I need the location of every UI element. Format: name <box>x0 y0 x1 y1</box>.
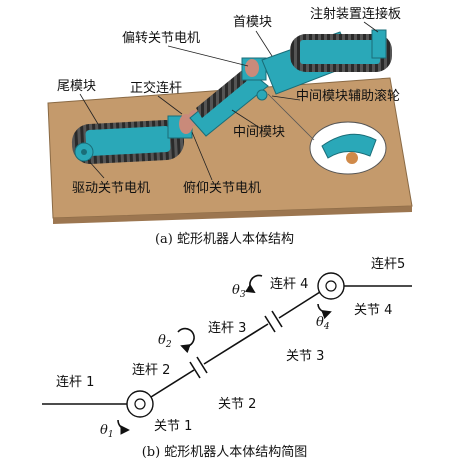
label-link2: 连杆 2 <box>132 362 170 378</box>
theta3-arrow <box>244 274 263 294</box>
link3-line <box>203 323 269 365</box>
joint3-bar-b <box>271 310 283 328</box>
label-yaw-joint-motor: 偏转关节电机 <box>122 31 200 46</box>
caption-a: (a) 蛇形机器人本体结构 <box>155 232 294 247</box>
theta1-arrow <box>117 419 130 435</box>
middle-roller-wheel <box>256 89 268 101</box>
robot-rendering <box>47 21 413 224</box>
yaw-joint-motor <box>245 59 259 77</box>
label-middle-module: 中间模块 <box>233 125 285 140</box>
injector-plate <box>371 29 387 59</box>
label-link4: 连杆 4 <box>270 276 308 292</box>
label-joint3: 关节 3 <box>286 349 324 364</box>
label-link3: 连杆 3 <box>208 320 246 336</box>
label-joint1: 关节 1 <box>154 419 192 434</box>
label-tail-module: 尾模块 <box>57 79 96 94</box>
joint3-bar-a <box>264 315 276 333</box>
tail-module-body <box>71 120 185 164</box>
label-theta2: θ2 <box>158 333 172 350</box>
theta4-arrow <box>317 303 332 320</box>
label-theta1: θ1 <box>100 423 114 440</box>
label-pitch-joint-motor: 俯仰关节电机 <box>183 180 261 196</box>
label-theta4: θ4 <box>316 315 330 332</box>
label-drive-joint-motor: 驱动关节电机 <box>72 181 150 196</box>
link4-line <box>278 291 321 319</box>
link2-line <box>150 369 195 398</box>
label-link1: 连杆 1 <box>56 374 94 390</box>
leader-lines <box>79 21 379 181</box>
kinematic-schematic <box>42 272 412 435</box>
label-head-module: 首模块 <box>233 15 272 30</box>
label-link5: 连杆5 <box>371 256 405 272</box>
theta2-arrow <box>177 327 195 354</box>
label-injector-plate: 注射装置连接板 <box>310 6 401 22</box>
joint2-bar-a <box>189 361 201 379</box>
joint2-bar-b <box>196 356 208 374</box>
label-orthogonal-link: 正交连杆 <box>130 80 182 96</box>
label-joint4: 关节 4 <box>354 303 392 318</box>
head-module-body <box>261 29 392 95</box>
label-middle-roller: 中间模块辅助滚轮 <box>296 88 400 104</box>
caption-b: (b) 蛇形机器人本体结构简图 <box>142 444 308 460</box>
label-theta3: θ3 <box>232 283 246 300</box>
label-joint2: 关节 2 <box>218 397 256 412</box>
